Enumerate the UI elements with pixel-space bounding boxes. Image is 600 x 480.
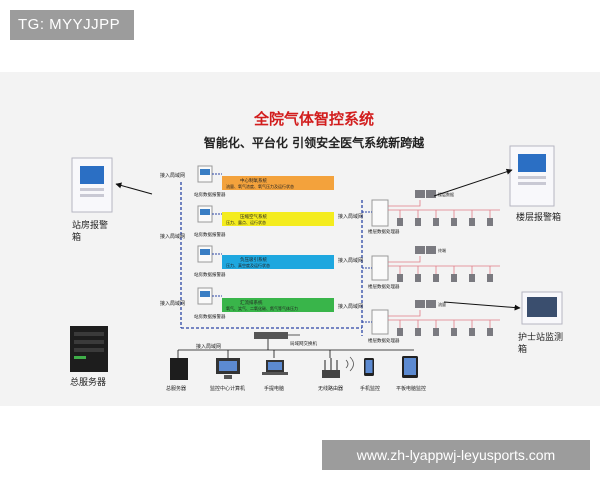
bottom-label-server: 总服务器 <box>166 385 186 392</box>
access-label-4: 接入局域网 <box>338 213 363 220</box>
station-row-3 <box>197 245 334 269</box>
watermark-tag: TG: MYYJJPP <box>10 10 134 40</box>
bottom-label-laptop: 手提电脑 <box>264 385 284 392</box>
floor-processor-3 <box>362 309 389 335</box>
floor-alarm-label: 楼层报警箱 <box>516 211 561 223</box>
node-label-3: 流量 <box>438 301 446 307</box>
bar-label-1: 中心制氧系统 <box>240 177 267 184</box>
arrow-to-floor-box <box>433 168 513 197</box>
station-row-2 <box>197 205 334 226</box>
nurse-station-device <box>521 291 563 325</box>
processor-label-2: 楼层数据处理器 <box>368 283 400 290</box>
bar-label-4: 汇流排系统 <box>240 299 263 306</box>
access-label-7: 接入局域网 <box>196 343 221 350</box>
mobile-phone <box>364 358 374 376</box>
monitor-computer <box>216 358 240 379</box>
arrow-to-station-box <box>115 182 153 195</box>
bottom-label-phone: 手机监控 <box>360 385 380 392</box>
bar-sublabel-1: 流量、氧气浓度、氧气压力及运行状态 <box>226 183 294 189</box>
bottom-label-tablet: 平板电脑监控 <box>396 385 426 392</box>
bottom-label-computer: 监控中心计算机 <box>210 385 245 392</box>
node-label-1: 楼层数据 <box>438 191 454 197</box>
station-label-4: 站房数据报警器 <box>194 313 226 320</box>
tablet <box>402 356 418 378</box>
server-label: 总服务器 <box>70 376 106 388</box>
lan-switch <box>254 332 300 339</box>
wireless-router <box>322 358 340 378</box>
station-alarm-label-2: 箱 <box>72 231 81 243</box>
processor-label-1: 楼层数据处理器 <box>368 228 400 235</box>
access-label-6: 接入局域网 <box>338 303 363 310</box>
diagram-title: 全院气体智控系统 <box>253 110 374 128</box>
node-boxes <box>397 190 493 336</box>
diagram-subtitle: 智能化、平台化 引领安全医气系统新跨越 <box>203 135 425 150</box>
station-label-2: 站房数据报警器 <box>194 231 226 238</box>
node-label-2: 终端 <box>438 247 446 253</box>
station-row-1 <box>197 165 334 190</box>
laptop <box>262 360 288 375</box>
server-cabinet <box>70 326 108 372</box>
bar-sublabel-3: 压力、真空度及运行状态 <box>226 262 270 268</box>
floor-processor-1 <box>362 199 389 227</box>
nodes-group-1 <box>388 200 500 218</box>
switch-label: 局域网交换机 <box>290 340 317 347</box>
bottom-server <box>170 358 188 380</box>
processor-label-3: 楼层数据处理器 <box>368 337 400 344</box>
arrow-to-nurse-station <box>443 301 521 311</box>
station-row-4 <box>197 287 334 312</box>
nodes-group-3 <box>388 310 500 328</box>
access-label-1: 接入局域网 <box>160 172 185 179</box>
bottom-connections <box>177 339 414 358</box>
station-alarm-box-device <box>71 157 113 213</box>
nurse-station-label-1: 护士站监测 <box>518 331 563 343</box>
station-label-1: 站房数据报警器 <box>194 191 226 198</box>
access-label-2: 接入局域网 <box>160 233 185 240</box>
nodes-group-2 <box>388 256 500 274</box>
access-label-5: 接入局域网 <box>338 257 363 264</box>
bar-label-2: 压缩空气系统 <box>240 213 267 220</box>
bar-sublabel-4: 氧气、笑气、二氧化碳、氮气等气体压力 <box>226 305 298 311</box>
station-label-3: 站房数据报警器 <box>194 271 226 278</box>
bar-sublabel-2: 压力、露点、运行状态 <box>226 219 266 225</box>
nurse-station-label-2: 箱 <box>518 343 527 355</box>
station-alarm-label-1: 站房报警 <box>72 219 108 231</box>
footer-url-banner: www.zh-lyappwj-leyusports.com <box>322 440 590 470</box>
wifi-icon <box>345 356 354 372</box>
bar-label-3: 负压吸引系统 <box>240 256 267 263</box>
access-label-3: 接入局域网 <box>160 300 185 307</box>
floor-processor-2 <box>362 255 389 281</box>
bottom-label-router: 无线路由器 <box>318 385 343 392</box>
floor-alarm-box-device <box>509 145 555 207</box>
